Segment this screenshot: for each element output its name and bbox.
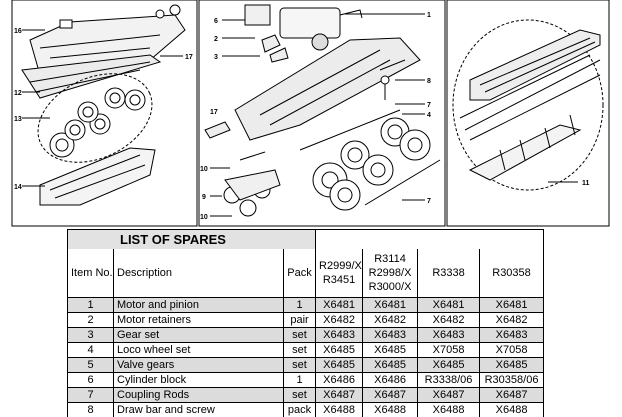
cell-r30358: R30358/06 — [480, 373, 544, 388]
spares-table: LIST OF SPARES Item No. Description Pack… — [67, 229, 544, 417]
cell-r30358: X6483 — [480, 328, 544, 343]
cell-r2999: X6482 — [316, 313, 363, 328]
callout-11: 11 — [582, 180, 590, 187]
cell-item-no: 1 — [68, 298, 114, 313]
left-panel-parts — [22, 5, 185, 205]
cell-pack: set — [284, 358, 316, 373]
callout-12: 12 — [14, 90, 22, 97]
cell-r30358: X6487 — [480, 388, 544, 403]
cell-pack: pair — [284, 313, 316, 328]
cell-r2999: X6481 — [316, 298, 363, 313]
col-r3114: R3114 R2998/X R3000/X — [363, 249, 418, 298]
callout-17: 17 — [185, 54, 193, 61]
cell-r30358: X6488 — [480, 403, 544, 417]
callout-10: 10 — [200, 166, 208, 173]
cell-item-no: 2 — [68, 313, 114, 328]
cell-description: Coupling Rods — [114, 388, 284, 403]
callout-8: 8 — [427, 78, 431, 85]
cell-description: Gear set — [114, 328, 284, 343]
cell-r30358: X6481 — [480, 298, 544, 313]
cell-r30358: X6485 — [480, 358, 544, 373]
cell-r3114: X6485 — [363, 358, 418, 373]
cell-item-no: 3 — [68, 328, 114, 343]
callout-13: 13 — [14, 116, 22, 123]
cell-r2999: X6483 — [316, 328, 363, 343]
cell-r3338: X6488 — [418, 403, 480, 417]
col-r3338: R3338 — [418, 249, 480, 298]
col-r2999: R2999/X R3451 — [316, 249, 363, 298]
cell-item-no: 4 — [68, 343, 114, 358]
cell-r3114: X6483 — [363, 328, 418, 343]
cell-description: Motor and pinion — [114, 298, 284, 313]
col-pack: Pack — [284, 249, 316, 298]
cell-r3338: X6485 — [418, 358, 480, 373]
callout-16: 16 — [14, 28, 22, 35]
callout-1: 1 — [427, 12, 431, 19]
cell-pack: set — [284, 388, 316, 403]
callout-17-middle: 17 — [210, 109, 218, 116]
cell-r2999: X6487 — [316, 388, 363, 403]
cell-pack: pack — [284, 403, 316, 417]
cell-item-no: 6 — [68, 373, 114, 388]
cell-pack: set — [284, 328, 316, 343]
col-description: Description — [114, 249, 284, 298]
middle-panel-parts — [205, 5, 440, 216]
cell-r30358: X6482 — [480, 313, 544, 328]
cell-r3114: X6482 — [363, 313, 418, 328]
callout-7: 7 — [427, 102, 431, 109]
cell-r3114: X6487 — [363, 388, 418, 403]
cell-description: Draw bar and screw — [114, 403, 284, 417]
cell-r3338: X6481 — [418, 298, 480, 313]
cell-description: Valve gears — [114, 358, 284, 373]
cell-r3338: X6487 — [418, 388, 480, 403]
col-r30358: R30358 — [480, 249, 544, 298]
callout-9: 9 — [202, 194, 206, 201]
callout-3: 3 — [214, 54, 218, 61]
cell-r3114: X6486 — [363, 373, 418, 388]
cell-r3338: X6482 — [418, 313, 480, 328]
cell-description: Cylinder block — [114, 373, 284, 388]
callout-2: 2 — [214, 36, 218, 43]
cell-item-no: 5 — [68, 358, 114, 373]
table-title-row: LIST OF SPARES — [68, 230, 544, 250]
cell-pack: 1 — [284, 373, 316, 388]
callout-7-lower: 7 — [427, 198, 431, 205]
cell-r2999: X6486 — [316, 373, 363, 388]
callout-10-lower: 10 — [200, 214, 208, 221]
cell-r30358: X7058 — [480, 343, 544, 358]
callout-6: 6 — [214, 18, 218, 25]
col-item-no: Item No. — [68, 249, 114, 298]
cell-description: Loco wheel set — [114, 343, 284, 358]
cell-r2999: X6485 — [316, 358, 363, 373]
callout-4: 4 — [427, 112, 431, 119]
cell-r2999: X6485 — [316, 343, 363, 358]
cell-r3338: X7058 — [418, 343, 480, 358]
cell-pack: set — [284, 343, 316, 358]
cell-r2999: X6488 — [316, 403, 363, 417]
table-title: LIST OF SPARES — [68, 230, 316, 250]
cell-description: Motor retainers — [114, 313, 284, 328]
cell-item-no: 8 — [68, 403, 114, 417]
cell-item-no: 7 — [68, 388, 114, 403]
cell-r3114: X6485 — [363, 343, 418, 358]
callout-14: 14 — [14, 184, 22, 191]
cell-r3338: X6483 — [418, 328, 480, 343]
cell-r3338: R3338/06 — [418, 373, 480, 388]
cell-pack: 1 — [284, 298, 316, 313]
cell-r3114: X6488 — [363, 403, 418, 417]
right-panel-parts — [453, 20, 603, 190]
cell-r3114: X6481 — [363, 298, 418, 313]
right-callouts: 11 — [582, 180, 590, 187]
table-header-row: Item No. Description Pack R2999/X R3451 … — [68, 249, 544, 298]
